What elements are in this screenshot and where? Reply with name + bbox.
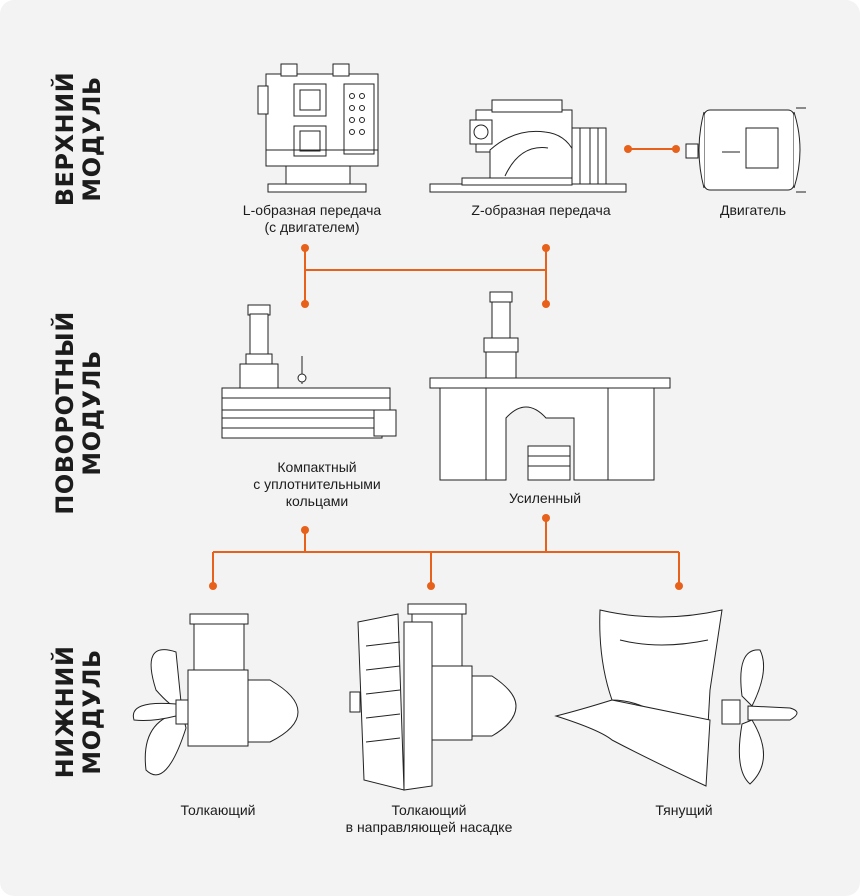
connector-rotary-to-bottom — [209, 514, 683, 590]
caption-compact-line3: кольцами — [285, 493, 349, 509]
pushing-thruster-drawing — [132, 613, 299, 776]
caption-pushing-nozzle-line1: Толкающий — [391, 802, 467, 818]
nozzle-thruster-drawing — [349, 603, 517, 791]
caption-l-gear: L-образная передача (с двигателем) — [243, 202, 381, 236]
caption-l-gear-line1: L-образная передача — [242, 202, 382, 218]
caption-compact: Компактный с уплотнительными кольцами — [253, 459, 381, 510]
caption-z-gear: Z-образная передача — [471, 202, 611, 218]
connector-engine-z — [624, 145, 680, 153]
z-gear-drawing — [429, 99, 627, 193]
caption-pushing-nozzle: Толкающий в направляющей насадке — [346, 802, 513, 836]
compact-rotary-drawing — [221, 304, 397, 439]
caption-compact-line1: Компактный — [277, 459, 357, 475]
reinforced-rotary-drawing — [429, 291, 671, 481]
caption-pushing-nozzle-line2: в направляющей насадке — [345, 819, 513, 835]
caption-compact-line2: с уплотнительными — [253, 476, 381, 492]
l-gear-drawing — [257, 63, 379, 193]
engine-drawing — [685, 107, 806, 193]
connector-top-to-rotary — [301, 244, 550, 308]
caption-reinforced: Усиленный — [508, 490, 582, 506]
caption-pulling: Тянущий — [655, 802, 713, 818]
pulling-thruster-drawing — [554, 609, 798, 787]
caption-l-gear-line2: (с двигателем) — [264, 219, 360, 235]
caption-pushing: Толкающий — [180, 802, 256, 818]
caption-engine: Двигатель — [719, 202, 787, 218]
